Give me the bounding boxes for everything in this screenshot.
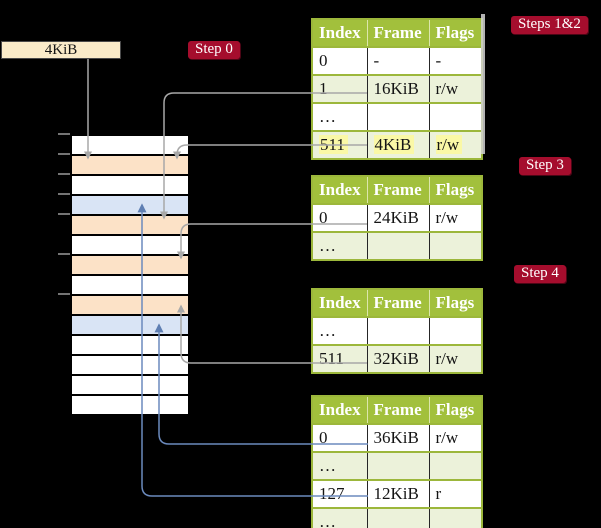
frame-size-box: 4KiB (1, 41, 121, 59)
table-row: … (312, 232, 482, 261)
memory-frame-row-6 (72, 256, 188, 276)
physical-memory-column (70, 134, 190, 416)
table-row: … (312, 317, 482, 346)
column-header-index: Index (312, 176, 368, 205)
cell-flags (429, 452, 482, 481)
table-row: 127 12KiB r (312, 480, 482, 509)
page-table-4: Index Frame Flags 0 36KiB r/w … 127 12Ki… (311, 395, 483, 528)
badge-step-3: Step 3 (519, 157, 571, 175)
badge-steps-1-2-label: Steps 1&2 (518, 16, 581, 32)
column-header-index: Index (312, 289, 368, 318)
cell-index: 0 (312, 204, 368, 233)
cell-flags: r/w (429, 345, 482, 374)
column-header-frame: Frame (367, 19, 430, 48)
column-header-index: Index (312, 396, 368, 425)
table-row: 0 24KiB r/w (312, 204, 482, 233)
memory-frame-row-11 (72, 356, 188, 376)
badge-step-4-label: Step 4 (521, 265, 559, 281)
table-row: 1 16KiB r/w (312, 75, 482, 104)
cell-index: 0 (312, 47, 368, 76)
page-table-1: Index Frame Flags 0 - - 1 16KiB r/w … 51… (311, 18, 483, 160)
cell-flags: r/w (429, 204, 482, 233)
table-row: 0 36KiB r/w (312, 424, 482, 453)
column-header-flags: Flags (429, 289, 482, 318)
cell-index: … (312, 508, 368, 528)
cell-flags (429, 232, 482, 261)
column-header-frame: Frame (367, 289, 430, 318)
cell-index: 0 (312, 424, 368, 453)
cell-flags: r/w (429, 75, 482, 104)
cell-flags: - (429, 47, 482, 76)
artifact-strip (481, 14, 485, 154)
memory-frame-row-4 (72, 216, 188, 236)
highlighted-value: 511 (319, 134, 348, 154)
cell-flags: r (429, 480, 482, 509)
table-4-header-row: Index Frame Flags (312, 396, 482, 425)
cell-index: 1 (312, 75, 368, 104)
highlighted-value: r/w (435, 134, 463, 154)
badge-step-4: Step 4 (514, 265, 566, 283)
badge-step-3-label: Step 3 (526, 157, 564, 173)
cell-frame (367, 103, 430, 132)
cell-frame: 12KiB (367, 480, 430, 509)
table-3-header-row: Index Frame Flags (312, 289, 482, 318)
cell-index: 511 (312, 345, 368, 374)
table-row: … (312, 452, 482, 481)
cell-flags: r/w (429, 424, 482, 453)
column-header-flags: Flags (429, 176, 482, 205)
column-header-frame: Frame (367, 396, 430, 425)
memory-frame-row-1 (72, 156, 188, 176)
cell-index: … (312, 317, 368, 346)
table-row: 511 32KiB r/w (312, 345, 482, 374)
cell-frame: 24KiB (367, 204, 430, 233)
column-header-flags: Flags (429, 396, 482, 425)
cell-index: … (312, 103, 368, 132)
table-2-header-row: Index Frame Flags (312, 176, 482, 205)
cell-frame: 16KiB (367, 75, 430, 104)
column-header-index: Index (312, 19, 368, 48)
cell-frame (367, 232, 430, 261)
memory-frame-row-2 (72, 176, 188, 196)
cell-index: 511 (312, 131, 368, 160)
table-row: … (312, 103, 482, 132)
memory-frame-row-5 (72, 236, 188, 256)
cell-frame (367, 452, 430, 481)
memory-frame-row-3 (72, 196, 188, 216)
cell-frame: 36KiB (367, 424, 430, 453)
badge-step-0: Step 0 (188, 41, 240, 59)
cell-index: … (312, 232, 368, 261)
cell-frame (367, 508, 430, 528)
cell-frame: - (367, 47, 430, 76)
memory-frame-row-13 (72, 396, 188, 414)
cell-flags (429, 103, 482, 132)
memory-frame-row-12 (72, 376, 188, 396)
highlighted-value: 4KiB (373, 134, 415, 154)
memory-boundary-ticks (58, 133, 70, 295)
badge-step-0-label: Step 0 (195, 41, 233, 57)
cell-frame: 4KiB (367, 131, 430, 160)
table-row: 0 - - (312, 47, 482, 76)
cell-frame: 32KiB (367, 345, 430, 374)
badge-steps-1-2: Steps 1&2 (511, 16, 588, 34)
table-1-header-row: Index Frame Flags (312, 19, 482, 48)
table-row-highlighted: 511 4KiB r/w (312, 131, 482, 160)
memory-frame-row-10 (72, 336, 188, 356)
memory-frame-row-9 (72, 316, 188, 336)
cell-flags (429, 317, 482, 346)
table-row: … (312, 508, 482, 528)
frame-size-label: 4KiB (44, 42, 78, 58)
column-header-frame: Frame (367, 176, 430, 205)
cell-index: 127 (312, 480, 368, 509)
memory-frame-row-0 (72, 136, 188, 156)
memory-frame-row-8 (72, 296, 188, 316)
memory-frame-row-7 (72, 276, 188, 296)
column-header-flags: Flags (429, 19, 482, 48)
page-table-3: Index Frame Flags … 511 32KiB r/w (311, 288, 483, 374)
cell-flags: r/w (429, 131, 482, 160)
page-table-2: Index Frame Flags 0 24KiB r/w … (311, 175, 483, 261)
cell-index: … (312, 452, 368, 481)
cell-flags (429, 508, 482, 528)
cell-frame (367, 317, 430, 346)
